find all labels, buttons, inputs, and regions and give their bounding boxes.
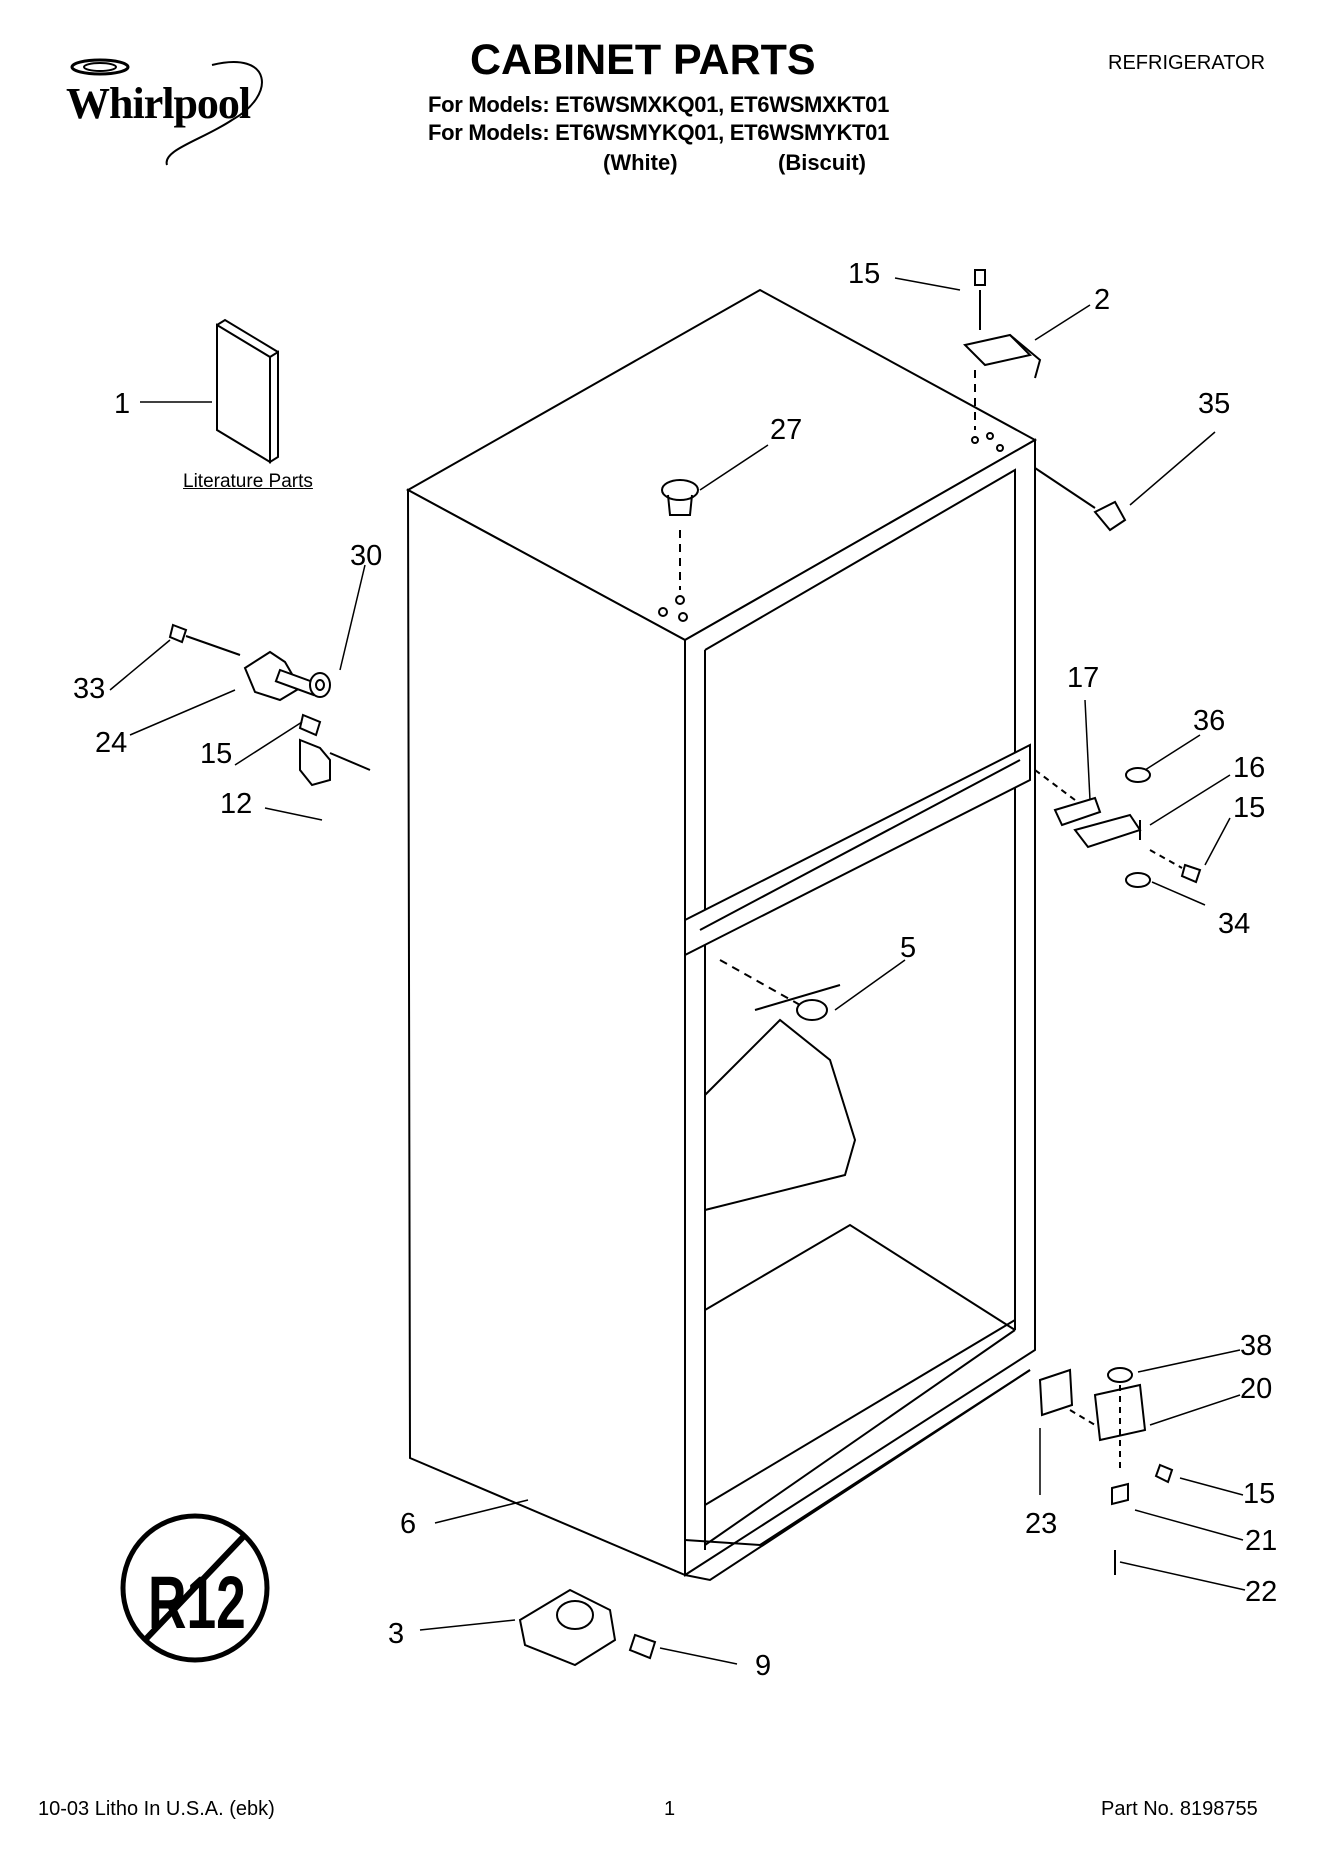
- leader-lines: [109, 277, 1246, 1665]
- whirlpool-logo: [70, 58, 263, 166]
- callout-9: 9: [755, 1650, 772, 1682]
- callout-15-left: 15: [200, 738, 233, 770]
- callout-15-right: 15: [1233, 792, 1266, 824]
- footer-part-number: Part No. 8198755: [1101, 1798, 1258, 1820]
- callout-17: 17: [1067, 662, 1100, 694]
- top-hinge-part: [963, 269, 1042, 452]
- footer-page-number: 1: [664, 1798, 676, 1820]
- callout-3: 3: [388, 1618, 405, 1650]
- page-title: CABINET PARTS: [470, 36, 816, 84]
- callout-23: 23: [1025, 1508, 1058, 1540]
- top-plug-part: [658, 479, 699, 622]
- callout-1: 1: [114, 388, 131, 420]
- color-white-label: (White): [603, 150, 678, 175]
- literature-parts-label: Literature Parts: [183, 471, 313, 492]
- callout-15-top: 15: [848, 258, 881, 290]
- cabinet: [405, 288, 1038, 1582]
- callout-21: 21: [1245, 1525, 1278, 1557]
- callout-2: 2: [1094, 284, 1111, 316]
- door-stop-cluster: [168, 623, 371, 787]
- models-line-2: For Models: ET6WSMYKQ01, ET6WSMYKT01: [428, 120, 890, 145]
- callout-5: 5: [900, 932, 917, 964]
- literature-booklet-part: [216, 318, 279, 464]
- brand-wordmark: Whirlpool: [66, 79, 251, 128]
- callout-33: 33: [73, 673, 106, 705]
- callout-20: 20: [1240, 1373, 1273, 1405]
- footer-print-info: 10-03 Litho In U.S.A. (ebk): [38, 1798, 275, 1820]
- callout-6: 6: [400, 1508, 417, 1540]
- roller-assembly-part: [518, 1588, 657, 1667]
- center-hinge-cluster: [1034, 767, 1202, 888]
- callout-12: 12: [220, 788, 253, 820]
- hinge-cap-part: [1093, 500, 1127, 532]
- no-r12-badge: [120, 1513, 270, 1663]
- callout-35: 35: [1198, 388, 1231, 420]
- callout-22: 22: [1245, 1576, 1278, 1608]
- callout-34: 34: [1218, 908, 1251, 940]
- models-line-1: For Models: ET6WSMXKQ01, ET6WSMXKT01: [428, 92, 890, 117]
- callout-38: 38: [1240, 1330, 1273, 1362]
- r12-badge-text: R12: [148, 1561, 246, 1644]
- callout-24: 24: [95, 727, 128, 759]
- color-biscuit-label: (Biscuit): [778, 150, 866, 175]
- callout-27: 27: [770, 414, 803, 446]
- callout-36: 36: [1193, 705, 1226, 737]
- appliance-category: REFRIGERATOR: [1108, 52, 1266, 74]
- bottom-hinge-cluster: [1038, 1367, 1174, 1575]
- callout-16: 16: [1233, 752, 1266, 784]
- callout-30: 30: [350, 540, 383, 572]
- mullion-plug-part: [719, 959, 828, 1021]
- callout-15-bottom: 15: [1243, 1478, 1276, 1510]
